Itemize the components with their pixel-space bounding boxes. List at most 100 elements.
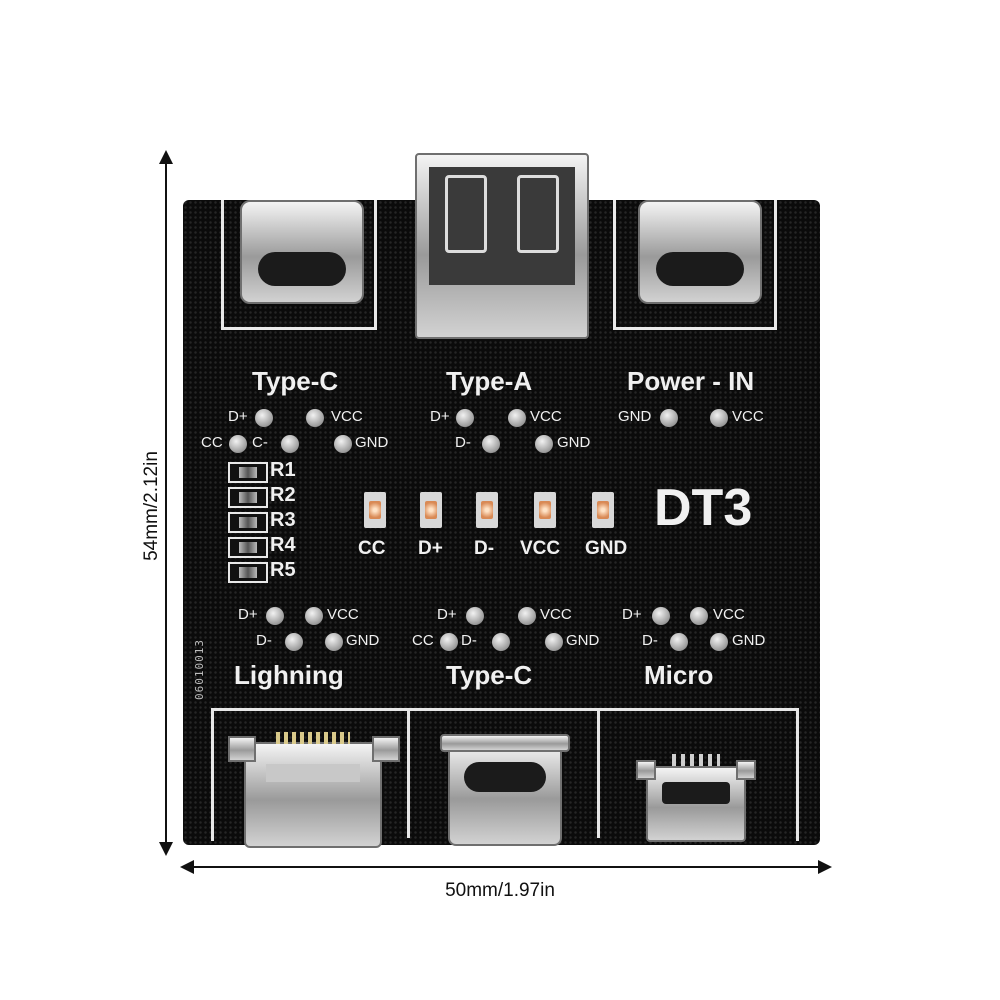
- pin-label: GND: [346, 632, 380, 649]
- pin-label: VCC: [530, 408, 562, 425]
- height-label: 54mm/2.12in: [141, 451, 162, 561]
- test-pad: [518, 607, 536, 625]
- pin-label: D-: [461, 632, 477, 649]
- pin-label: D-: [256, 632, 272, 649]
- label-power-in: Power - IN: [627, 366, 755, 396]
- test-pad: [440, 633, 458, 651]
- pin-label: D+: [430, 408, 450, 425]
- micro-usb-port: [646, 754, 746, 842]
- pin-label: VCC: [732, 408, 764, 425]
- label-type-a: Type-A: [446, 366, 533, 396]
- test-pad: [652, 607, 670, 625]
- width-dimension-line: [185, 866, 825, 868]
- arrow-right-icon: [818, 860, 832, 874]
- silk-divider: [407, 708, 410, 838]
- height-dimension-line: [165, 155, 167, 847]
- test-pad: [710, 633, 728, 651]
- resistor: [228, 512, 268, 533]
- label-micro: Micro: [644, 660, 714, 690]
- led-indicator: [364, 492, 386, 528]
- test-pad: [690, 607, 708, 625]
- test-pad: [306, 409, 324, 427]
- lightning-mount-tab: [228, 736, 256, 762]
- silk-divider: [597, 708, 600, 838]
- arrow-up-icon: [159, 150, 173, 164]
- pin-label: D+: [437, 606, 457, 623]
- resistor-label: R1: [270, 459, 296, 481]
- pin-label: GND: [557, 434, 591, 451]
- pin-label: VCC: [713, 606, 745, 623]
- silk-outline-bottom: [211, 708, 799, 841]
- lightning-port: [244, 732, 382, 848]
- label-type-c-bottom: Type-C: [446, 660, 533, 690]
- arrow-left-icon: [180, 860, 194, 874]
- serial-number: 06010013: [193, 639, 206, 700]
- label-type-c-top: Type-C: [252, 366, 339, 396]
- silk-outline-type-c-top: [221, 200, 377, 330]
- resistor-label: R5: [270, 559, 296, 581]
- resistor-label: R4: [270, 534, 296, 556]
- led-label: VCC: [520, 538, 561, 559]
- usb-c-port-power-in: [638, 200, 762, 304]
- test-pad: [670, 633, 688, 651]
- pin-label: VCC: [540, 606, 572, 623]
- led-indicator: [420, 492, 442, 528]
- usb-a-port: [415, 153, 589, 339]
- pin-label: GND: [355, 434, 389, 451]
- test-pad: [305, 607, 323, 625]
- pin-label: D+: [228, 408, 248, 425]
- resistor: [228, 462, 268, 483]
- resistor: [228, 562, 268, 583]
- test-pad: [508, 409, 526, 427]
- led-label: GND: [585, 538, 628, 559]
- resistor: [228, 487, 268, 508]
- test-pad: [255, 409, 273, 427]
- pin-label: VCC: [327, 606, 359, 623]
- lightning-mount-tab: [372, 736, 400, 762]
- pin-label: CC: [412, 632, 434, 649]
- resistor-label: R3: [270, 509, 296, 531]
- test-pad: [492, 633, 510, 651]
- led-indicator: [592, 492, 614, 528]
- arrow-down-icon: [159, 842, 173, 856]
- led-label: D-: [474, 538, 495, 559]
- pin-label: D-: [455, 434, 471, 451]
- led-label: CC: [358, 538, 386, 559]
- pin-label: D-: [642, 632, 658, 649]
- test-pad: [281, 435, 299, 453]
- test-pad: [285, 633, 303, 651]
- pin-label: GND: [618, 408, 652, 425]
- test-pad: [545, 633, 563, 651]
- led-label: D+: [418, 538, 443, 559]
- pin-label: D+: [622, 606, 642, 623]
- micro-mount-tab: [636, 760, 656, 780]
- usb-c-port-bottom: [448, 742, 562, 846]
- test-pad: [456, 409, 474, 427]
- label-lightning: Lighning: [234, 660, 344, 690]
- board-model-label: DT3: [654, 479, 753, 537]
- resistor-label: R2: [270, 484, 296, 506]
- test-pad: [660, 409, 678, 427]
- led-indicator: [534, 492, 556, 528]
- resistor: [228, 537, 268, 558]
- pin-label: GND: [566, 632, 600, 649]
- test-pad: [334, 435, 352, 453]
- pin-label: CC: [201, 434, 223, 451]
- width-label: 50mm/1.97in: [445, 880, 555, 901]
- usb-c-bottom-shield: [440, 734, 570, 752]
- test-pad: [535, 435, 553, 453]
- test-pad: [710, 409, 728, 427]
- pin-label: GND: [732, 632, 766, 649]
- test-pad: [482, 435, 500, 453]
- micro-mount-tab: [736, 760, 756, 780]
- pin-label: D+: [238, 606, 258, 623]
- test-pad: [266, 607, 284, 625]
- silk-outline-power-in: [613, 200, 777, 330]
- test-pad: [466, 607, 484, 625]
- pin-label: VCC: [331, 408, 363, 425]
- pin-label: C-: [252, 434, 268, 451]
- usb-c-port-top: [240, 200, 364, 304]
- led-indicator: [476, 492, 498, 528]
- test-pad: [229, 435, 247, 453]
- test-pad: [325, 633, 343, 651]
